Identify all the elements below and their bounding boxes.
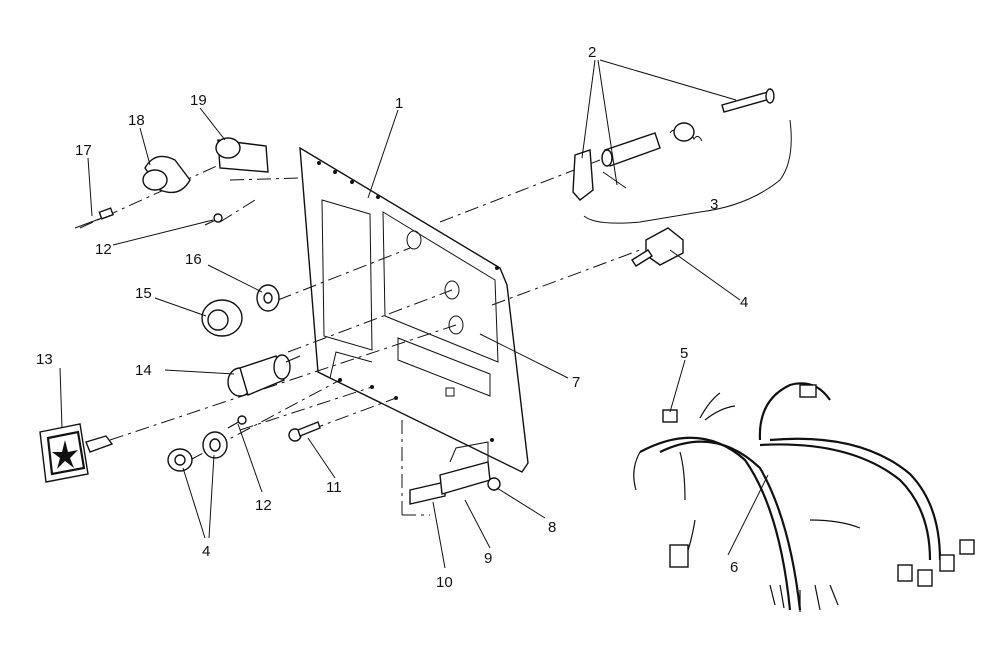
callout-1: 1: [395, 95, 403, 112]
callout-3: 3: [710, 196, 718, 213]
callout-5: 5: [680, 345, 688, 362]
callout-labels: 1 2 3 4 5 6 7 8 9 10 11 12 12 4 13 14 15…: [36, 44, 748, 591]
component-14-ignition-switch: [227, 354, 301, 397]
component-16-washer: [256, 284, 280, 312]
callout-11: 11: [326, 479, 342, 496]
callout-8: 8: [548, 519, 556, 536]
component-12-screw-upper: [204, 213, 223, 226]
component-11-bolt: [288, 421, 321, 442]
dash-panel: [299, 146, 529, 473]
latch-assembly: [572, 88, 792, 224]
callout-16: 16: [185, 251, 202, 268]
callout-15: 15: [135, 285, 152, 302]
callout-13: 13: [36, 351, 53, 368]
callout-4-right: 4: [740, 294, 748, 311]
callout-10: 10: [436, 574, 453, 591]
leader-lines: [59, 59, 769, 569]
component-10-plate: [409, 481, 446, 505]
component-4-nut-washer: [167, 431, 228, 472]
component-12-screw-lower: [227, 415, 247, 429]
component-8-nut: [487, 477, 501, 491]
wire-harness: [633, 382, 975, 612]
component-17-wire: [74, 207, 114, 229]
callout-14: 14: [135, 362, 152, 379]
callout-6: 6: [730, 559, 738, 576]
callout-12-lower: 12: [255, 497, 272, 514]
callout-2: 2: [588, 44, 596, 61]
callout-19: 19: [190, 92, 207, 109]
component-13-key: [39, 423, 114, 483]
component-19-bracket: [215, 137, 269, 173]
callout-4-left: 4: [202, 543, 210, 560]
callout-12-upper: 12: [95, 241, 112, 258]
callout-9: 9: [484, 550, 492, 567]
assembly-lines: [79, 159, 641, 516]
toggle-switch: [631, 227, 684, 267]
callout-18: 18: [128, 112, 145, 129]
callout-7: 7: [572, 374, 580, 391]
component-15-nut: [201, 299, 243, 337]
callout-17: 17: [75, 142, 92, 159]
component-18-cap: [142, 155, 191, 194]
